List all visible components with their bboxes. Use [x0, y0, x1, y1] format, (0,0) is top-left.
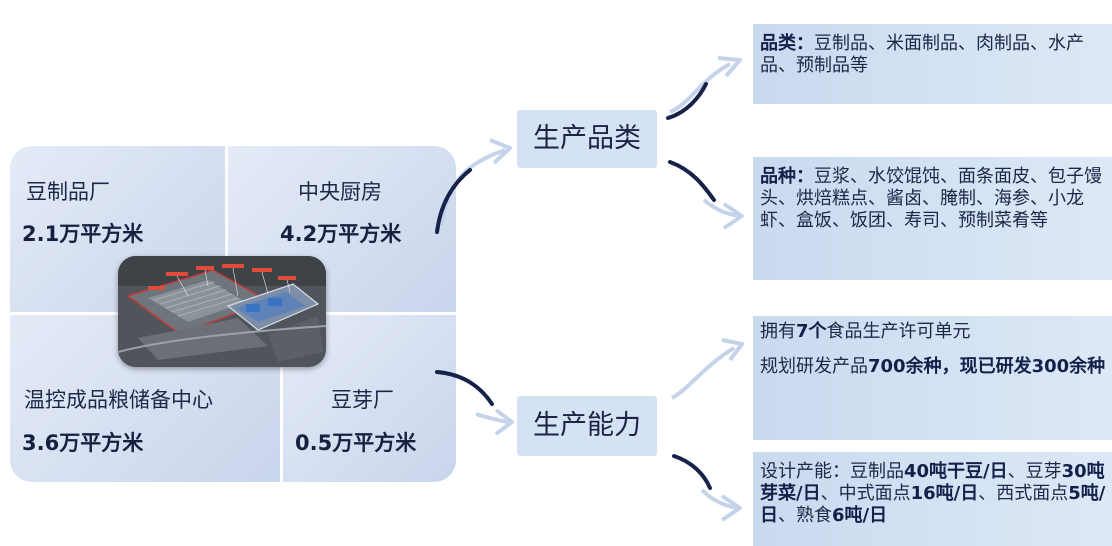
- product-category-box: 品类：豆制品、米面制品、肉制品、水产品、预制品等: [753, 24, 1112, 104]
- facility-area: 3.6万平方米: [22, 431, 144, 455]
- license-line: 拥有7个食品生产许可单元: [760, 321, 1112, 343]
- product-variety-box: 品种：豆浆、水饺馄饨、面条面皮、包子馒头、烘焙糕点、酱卤、腌制、海参、小龙虾、盒…: [753, 157, 1112, 280]
- rd-planned: 700余种: [868, 356, 942, 377]
- arrowhead-light-icon: [494, 408, 514, 436]
- arrow-light-icon: [700, 488, 739, 510]
- curve-dark-icon: [672, 454, 712, 490]
- product-category-text: 豆制品、米面制品、肉制品、水产品、预制品等: [760, 33, 1084, 76]
- facility-grid: 豆制品厂 2.1万平方米 中央厨房 4.2万平方米 温控成品粮储备中心 3.6万…: [10, 146, 456, 482]
- capacity-value: 6吨/日: [832, 505, 888, 526]
- capacity-value: 40吨干豆/日: [904, 461, 1008, 482]
- capacity-separator: 、熟食: [778, 505, 832, 526]
- curve-dark-icon: [666, 82, 708, 120]
- capacity-prefix: 设计产能：豆制品: [760, 461, 904, 482]
- capacity-box: 设计产能：豆制品40吨干豆/日、豆芽30吨芽菜/日、中式面点16吨/日、西式面点…: [753, 452, 1112, 546]
- capacity-separator: 、豆芽: [1007, 461, 1062, 482]
- rd-done: 300余种: [1031, 356, 1106, 377]
- curve-dark-icon: [435, 370, 494, 406]
- facility-name: 豆芽厂: [331, 388, 394, 412]
- facility-area: 2.1万平方米: [22, 222, 144, 246]
- product-variety-text: 豆浆、水饺馄饨、面条面皮、包子馒头、烘焙糕点、酱卤、腌制、海参、小龙虾、盒饭、饭…: [760, 166, 1102, 231]
- capacity-value: 5吨/日: [760, 483, 1106, 526]
- arrowhead-light-icon: [720, 494, 742, 522]
- capacity-value: 16吨/日: [910, 483, 979, 504]
- curve-dark-icon: [435, 168, 472, 234]
- arrowhead-light-icon: [721, 338, 744, 362]
- license-count: 7个: [796, 321, 827, 342]
- arrow-light-icon: [670, 346, 736, 400]
- arrow-light-icon: [475, 412, 509, 424]
- rd-prefix: 规划研发产品: [760, 356, 868, 377]
- arrowhead-light-icon: [489, 138, 512, 165]
- license-prefix: 拥有: [760, 321, 796, 342]
- facility-area: 4.2万平方米: [280, 222, 402, 246]
- facility-name: 温控成品粮储备中心: [24, 388, 213, 412]
- capacity-value: 30吨芽菜/日: [760, 461, 1105, 504]
- arrow-light-icon: [702, 198, 741, 218]
- arrow-light-icon: [669, 62, 731, 114]
- facility-area: 0.5万平方米: [295, 431, 417, 455]
- curve-dark-icon: [668, 160, 716, 202]
- site-aerial-image: [118, 256, 326, 367]
- rd-line: 规划研发产品700余种，现已研发300余种: [760, 356, 1112, 378]
- rd-middle: ，现已研发: [941, 356, 1032, 377]
- arrowhead-light-icon: [717, 56, 742, 78]
- arrowhead-light-icon: [722, 202, 744, 230]
- facility-name: 豆制品厂: [26, 180, 110, 204]
- license-suffix: 食品生产许可单元: [826, 321, 971, 342]
- facility-name: 中央厨房: [298, 180, 382, 204]
- product-variety-label: 品种：: [760, 166, 814, 187]
- capacity-separator: 、西式面点: [978, 483, 1069, 504]
- production-types-label: 生产品类: [517, 110, 657, 168]
- license-rd-box: 拥有7个食品生产许可单元 规划研发产品700余种，现已研发300余种: [753, 316, 1112, 440]
- production-capacity-label: 生产能力: [517, 396, 657, 456]
- capacity-separator: 、中式面点: [820, 483, 911, 504]
- product-category-label: 品类：: [760, 33, 814, 54]
